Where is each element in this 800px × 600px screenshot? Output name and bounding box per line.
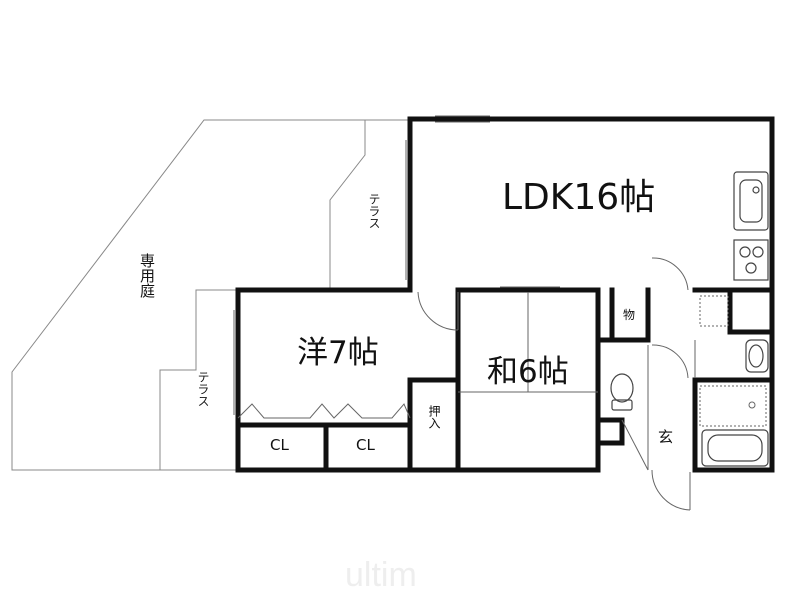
storage-label: 物 (623, 308, 636, 322)
kitchen-sink-icon (733, 171, 769, 231)
entrance-label: 玄 (658, 428, 674, 446)
private-garden-label: 専用庭 (138, 253, 156, 298)
western-room-label: 洋7帖 (297, 335, 379, 371)
terrace-top-label: テラス (367, 193, 381, 229)
walls (235, 116, 775, 473)
garden-outline (11, 119, 410, 471)
closet-right-label: CL (356, 436, 375, 454)
bathtub-icon (701, 429, 769, 467)
detail-lines (233, 115, 729, 511)
oshiire-label: 押入 (427, 405, 441, 429)
ldk-label: LDK16帖 (502, 177, 656, 218)
closet-left-label: CL (270, 436, 289, 454)
japanese-room-label: 和6帖 (487, 354, 569, 390)
toilet-icon (610, 373, 634, 411)
stove-icon (733, 239, 769, 281)
terrace-bottom-label: テラス (196, 371, 210, 407)
shower-icon (699, 385, 767, 427)
watermark: ultim (345, 556, 417, 594)
washbasin-icon (745, 339, 769, 373)
